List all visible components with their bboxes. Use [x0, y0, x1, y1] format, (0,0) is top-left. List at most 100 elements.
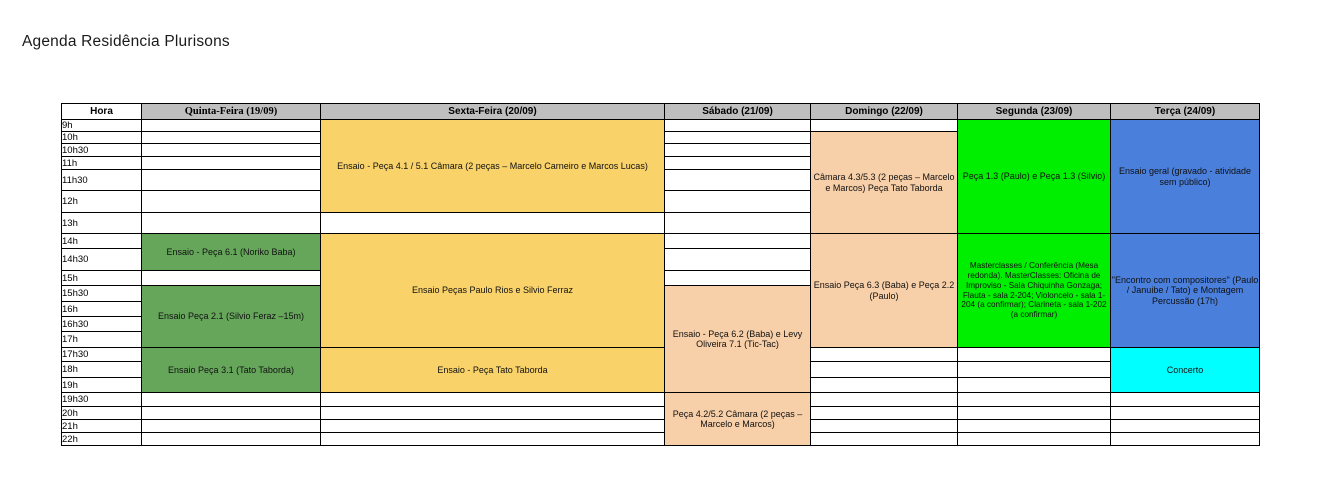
hour-label: 15h: [61, 270, 142, 286]
hour-label: 17h30: [61, 347, 142, 362]
schedule-event-label: Masterclasses / Conferência (Mesa redond…: [961, 261, 1107, 319]
schedule-event[interactable]: Ensaio Peça 2.1 (Silvio Feraz –15m): [141, 285, 321, 348]
empty-slot[interactable]: [664, 169, 811, 191]
schedule-event[interactable]: Ensaio - Peça 4.1 / 5.1 Câmara (2 peças …: [320, 119, 665, 213]
schedule-event[interactable]: "Encontro com compositores" (Paulo / Jan…: [1110, 233, 1260, 348]
empty-slot[interactable]: [664, 212, 811, 234]
hour-label: 16h: [61, 301, 142, 317]
empty-slot[interactable]: [957, 392, 1111, 407]
empty-slot[interactable]: [664, 156, 811, 170]
empty-slot[interactable]: [957, 419, 1111, 433]
empty-slot[interactable]: [664, 143, 811, 157]
hour-label: 19h30: [61, 392, 142, 407]
schedule-event[interactable]: Ensaio Peça 6.3 (Baba) e Peça 2.2 (Paulo…: [810, 233, 958, 348]
empty-slot[interactable]: [141, 156, 321, 170]
schedule-event[interactable]: Ensaio Peça 3.1 (Tato Taborda): [141, 347, 321, 393]
empty-slot[interactable]: [141, 190, 321, 213]
schedule-event[interactable]: Masterclasses / Conferência (Mesa redond…: [957, 233, 1111, 348]
schedule-event[interactable]: Peça 4.2/5.2 Câmara (2 peças – Marcelo e…: [664, 392, 811, 446]
agenda-table: Hora Quinta-Feira (19/09) Sexta-Feira (2…: [61, 103, 1260, 446]
schedule-event[interactable]: Ensaio - Peça 6.1 (Noriko Baba): [141, 233, 321, 271]
table-row: 19h: [61, 377, 1260, 393]
empty-slot[interactable]: [664, 131, 811, 144]
hour-label: 19h: [61, 377, 142, 393]
column-header-sabado: Sábado (21/09): [664, 103, 811, 120]
empty-slot[interactable]: [810, 119, 958, 132]
schedule-event[interactable]: Ensaio - Peça 6.2 (Baba) e Levy Oliveira…: [664, 285, 811, 393]
header-row: Hora Quinta-Feira (19/09) Sexta-Feira (2…: [61, 103, 1260, 120]
empty-slot[interactable]: [141, 406, 321, 420]
table-row: 12h: [61, 190, 1260, 213]
empty-slot[interactable]: [664, 233, 811, 249]
empty-slot[interactable]: [957, 406, 1111, 420]
empty-slot[interactable]: [320, 432, 665, 446]
hour-label: 22h: [61, 432, 142, 446]
empty-slot[interactable]: [664, 190, 811, 213]
column-header-domingo: Domingo (22/09): [810, 103, 958, 120]
empty-slot[interactable]: [957, 347, 1111, 362]
empty-slot[interactable]: [810, 377, 958, 393]
empty-slot[interactable]: [320, 419, 665, 433]
empty-slot[interactable]: [810, 392, 958, 407]
table-row: 15h: [61, 270, 1260, 286]
table-row: 19h30 Peça 4.2/5.2 Câmara (2 peças – Marc…: [61, 392, 1260, 446]
empty-slot[interactable]: [810, 432, 958, 446]
schedule-event-label: Ensaio - Peça 4.1 / 5.1 Câmara (2 peças …: [337, 160, 648, 171]
empty-slot[interactable]: [141, 419, 321, 433]
schedule-event-label: Ensaio Peça 6.3 (Baba) e Peça 2.2 (Paulo…: [813, 280, 955, 301]
schedule-event[interactable]: Ensaio geral (gravado - atividade sem pú…: [1110, 119, 1260, 234]
empty-slot[interactable]: [810, 406, 958, 420]
empty-slot[interactable]: [141, 392, 321, 407]
column-header-segunda: Segunda (23/09): [957, 103, 1111, 120]
empty-slot[interactable]: [1110, 392, 1260, 407]
empty-slot[interactable]: [141, 143, 321, 157]
empty-slot[interactable]: [141, 212, 321, 234]
schedule-event[interactable]: Peça 1.3 (Paulo) e Peça 1.3 (Silvio): [957, 119, 1111, 234]
schedule-event-label: "Encontro com compositores" (Paulo / Jan…: [1111, 275, 1259, 306]
empty-slot[interactable]: [1110, 419, 1260, 433]
table-row: 14h30: [61, 248, 1260, 271]
empty-slot[interactable]: [141, 119, 321, 132]
empty-slot[interactable]: [320, 392, 665, 407]
empty-slot[interactable]: [320, 212, 665, 234]
empty-slot[interactable]: [810, 347, 958, 362]
empty-slot[interactable]: [957, 361, 1111, 378]
empty-slot[interactable]: [664, 270, 811, 286]
empty-slot[interactable]: [1110, 406, 1260, 420]
table-row: 22h: [61, 432, 1260, 446]
hour-label: 10h30: [61, 143, 142, 157]
schedule-event-label: Ensaio - Peça 6.1 (Noriko Baba): [166, 246, 296, 257]
empty-slot[interactable]: [141, 169, 321, 191]
empty-slot[interactable]: [320, 406, 665, 420]
table-row: 11h: [61, 156, 1260, 170]
empty-slot[interactable]: [141, 432, 321, 446]
schedule-event-label: Ensaio - Peça Tato Taborda: [437, 364, 548, 375]
empty-slot[interactable]: [664, 248, 811, 271]
table-row: 10h30: [61, 143, 1260, 157]
schedule-event[interactable]: Câmara 4.3/5.3 (2 peças – Marcelo e Marc…: [810, 131, 958, 234]
hour-label: 17h: [61, 331, 142, 348]
hour-label: 9h: [61, 119, 142, 132]
empty-slot[interactable]: [957, 377, 1111, 393]
empty-slot[interactable]: [1110, 432, 1260, 446]
schedule-event-label: Peça 1.3 (Paulo) e Peça 1.3 (Silvio): [962, 171, 1106, 182]
schedule-event[interactable]: Ensaio Peças Paulo Rios e Silvio Ferraz: [320, 233, 665, 348]
hour-label: 20h: [61, 406, 142, 420]
empty-slot[interactable]: [141, 131, 321, 144]
hour-label: 14h: [61, 233, 142, 249]
column-header-quinta: Quinta-Feira (19/09): [141, 103, 321, 120]
table-row: 13h: [61, 212, 1260, 234]
empty-slot[interactable]: [664, 119, 811, 132]
hour-label: 10h: [61, 131, 142, 144]
empty-slot[interactable]: [810, 361, 958, 378]
empty-slot[interactable]: [957, 432, 1111, 446]
hour-label: 21h: [61, 419, 142, 433]
schedule-event[interactable]: Concerto: [1110, 347, 1260, 393]
empty-slot[interactable]: [810, 419, 958, 433]
schedule-event[interactable]: Ensaio - Peça Tato Taborda: [320, 347, 665, 393]
table-header: Hora Quinta-Feira (19/09) Sexta-Feira (2…: [61, 103, 1260, 120]
empty-slot[interactable]: [141, 270, 321, 286]
